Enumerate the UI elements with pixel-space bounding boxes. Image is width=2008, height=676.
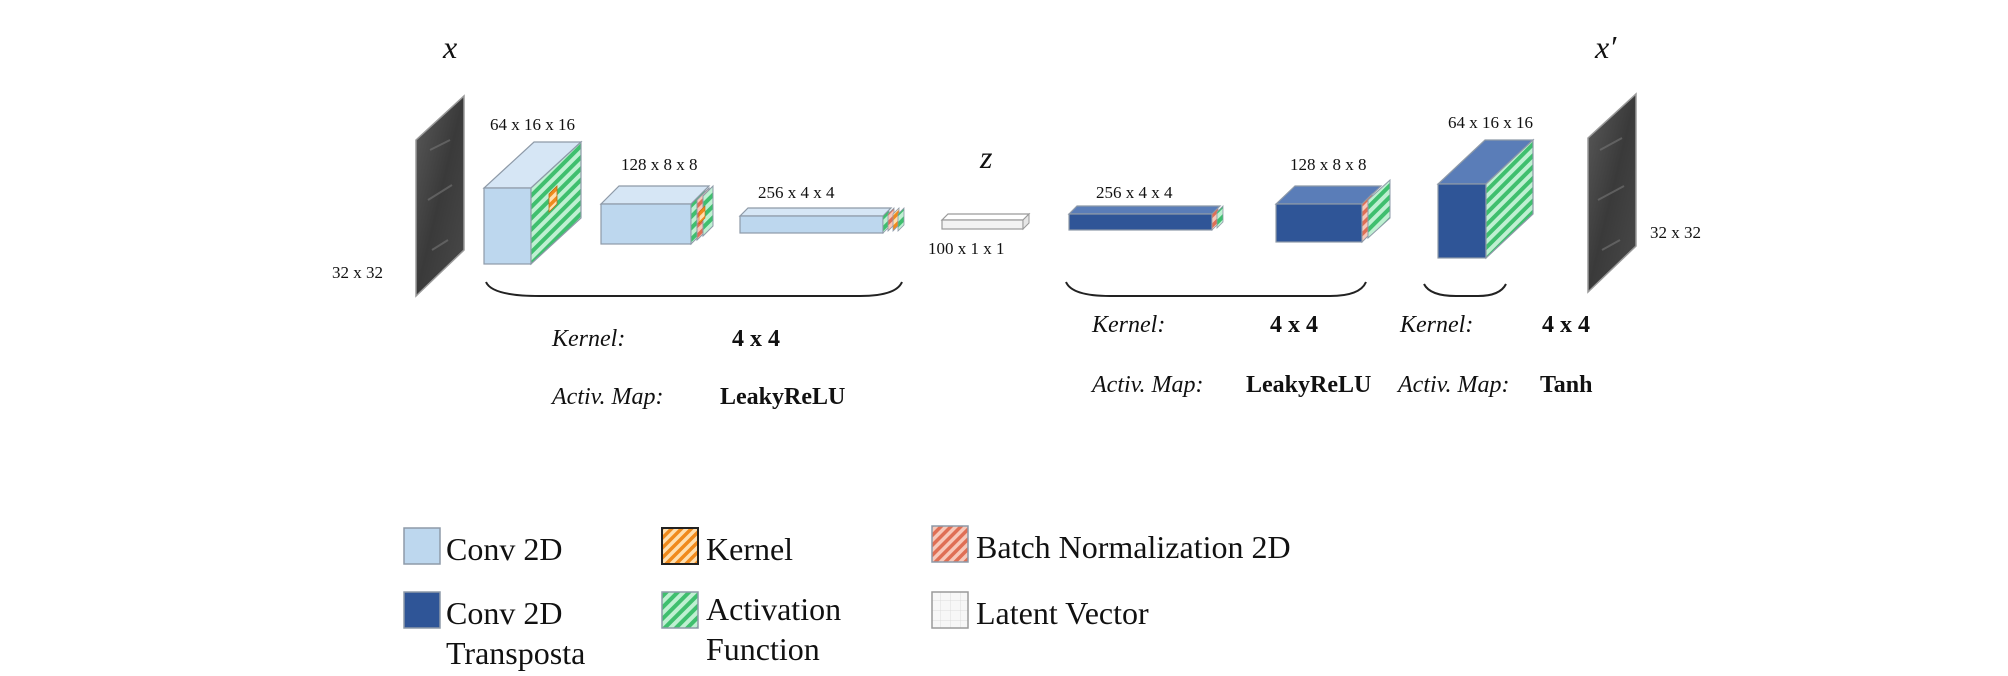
output-deconv-block: [1436, 138, 1535, 260]
dec3-dimension-label: 64 x 16 x 16: [1448, 113, 1533, 132]
decoder-activ-label: Activ. Map:: [1090, 372, 1204, 398]
enc3-dimension-label: 256 x 4 x 4: [758, 183, 835, 202]
legend-activation-swatch: [661, 591, 699, 629]
decoder-deconv-block-1: [1067, 205, 1224, 231]
legend-activation: Activation Function: [661, 591, 841, 667]
input-symbol: x: [442, 29, 457, 65]
legend-conv-transpose-swatch: [403, 591, 441, 629]
encoder-activ-label: Activ. Map:: [550, 384, 664, 410]
legend-latent: Latent Vector: [931, 591, 1149, 631]
decoder-kernel-value: 4 x 4: [1270, 312, 1318, 338]
latent-vector: [940, 212, 1031, 231]
enc2-dimension-label: 128 x 8 x 8: [621, 155, 698, 174]
latent-symbol: z: [979, 139, 993, 175]
input-dimension-label: 32 x 32: [332, 263, 383, 282]
legend-conv2d-swatch: [403, 527, 441, 565]
legend-conv-transpose: Conv 2D Transposta: [403, 591, 585, 671]
legend-batch-norm-swatch: [931, 525, 969, 563]
output-kernel-value: 4 x 4: [1542, 312, 1590, 338]
latent-dimension-label: 100 x 1 x 1: [928, 239, 1005, 258]
legend-kernel-swatch: [661, 527, 699, 565]
legend-activation-label-1: Activation: [706, 591, 841, 627]
dec1-dimension-label: 256 x 4 x 4: [1096, 183, 1173, 202]
encoder-kernel-label: Kernel:: [551, 326, 625, 352]
legend-conv-transpose-label-2: Transposta: [446, 635, 585, 671]
legend-latent-label: Latent Vector: [976, 595, 1149, 631]
output-brace: [1423, 283, 1507, 297]
legend-conv2d: Conv 2D: [403, 527, 562, 567]
legend-activation-label-2: Function: [706, 631, 820, 667]
enc1-dimension-label: 64 x 16 x 16: [490, 115, 575, 134]
encoder-brace: [485, 281, 903, 297]
legend-latent-swatch: [931, 591, 969, 629]
decoder-activ-value: LeakyReLU: [1246, 372, 1371, 398]
output-image: [1587, 92, 1637, 294]
output-activ-value: Tanh: [1540, 372, 1593, 398]
decoder-brace: [1065, 281, 1367, 297]
output-activ-label: Activ. Map:: [1396, 372, 1510, 398]
output-dimension-label: 32 x 32: [1650, 223, 1701, 242]
decoder-deconv-block-2: [1274, 178, 1391, 244]
legend-kernel-label: Kernel: [706, 531, 793, 567]
legend-conv2d-label: Conv 2D: [446, 531, 562, 567]
output-kernel-label: Kernel:: [1399, 312, 1473, 338]
legend-kernel: Kernel: [661, 527, 793, 567]
legend-conv-transpose-label-1: Conv 2D: [446, 595, 562, 631]
encoder-kernel-value: 4 x 4: [732, 326, 780, 352]
legend: Conv 2D Conv 2D Transposta Kernel Activa…: [403, 525, 1291, 671]
input-image: [415, 94, 465, 298]
decoder-kernel-label: Kernel:: [1091, 312, 1165, 338]
encoder-activ-value: LeakyReLU: [720, 384, 845, 410]
encoder-conv-block-2: [599, 184, 714, 246]
encoder-conv-block-1: [482, 140, 583, 266]
dec2-dimension-label: 128 x 8 x 8: [1290, 155, 1367, 174]
legend-batch-norm: Batch Normalization 2D: [931, 525, 1291, 565]
legend-batch-norm-label: Batch Normalization 2D: [976, 529, 1291, 565]
output-symbol: x′: [1594, 29, 1617, 65]
encoder-conv-block-3: [738, 207, 905, 234]
